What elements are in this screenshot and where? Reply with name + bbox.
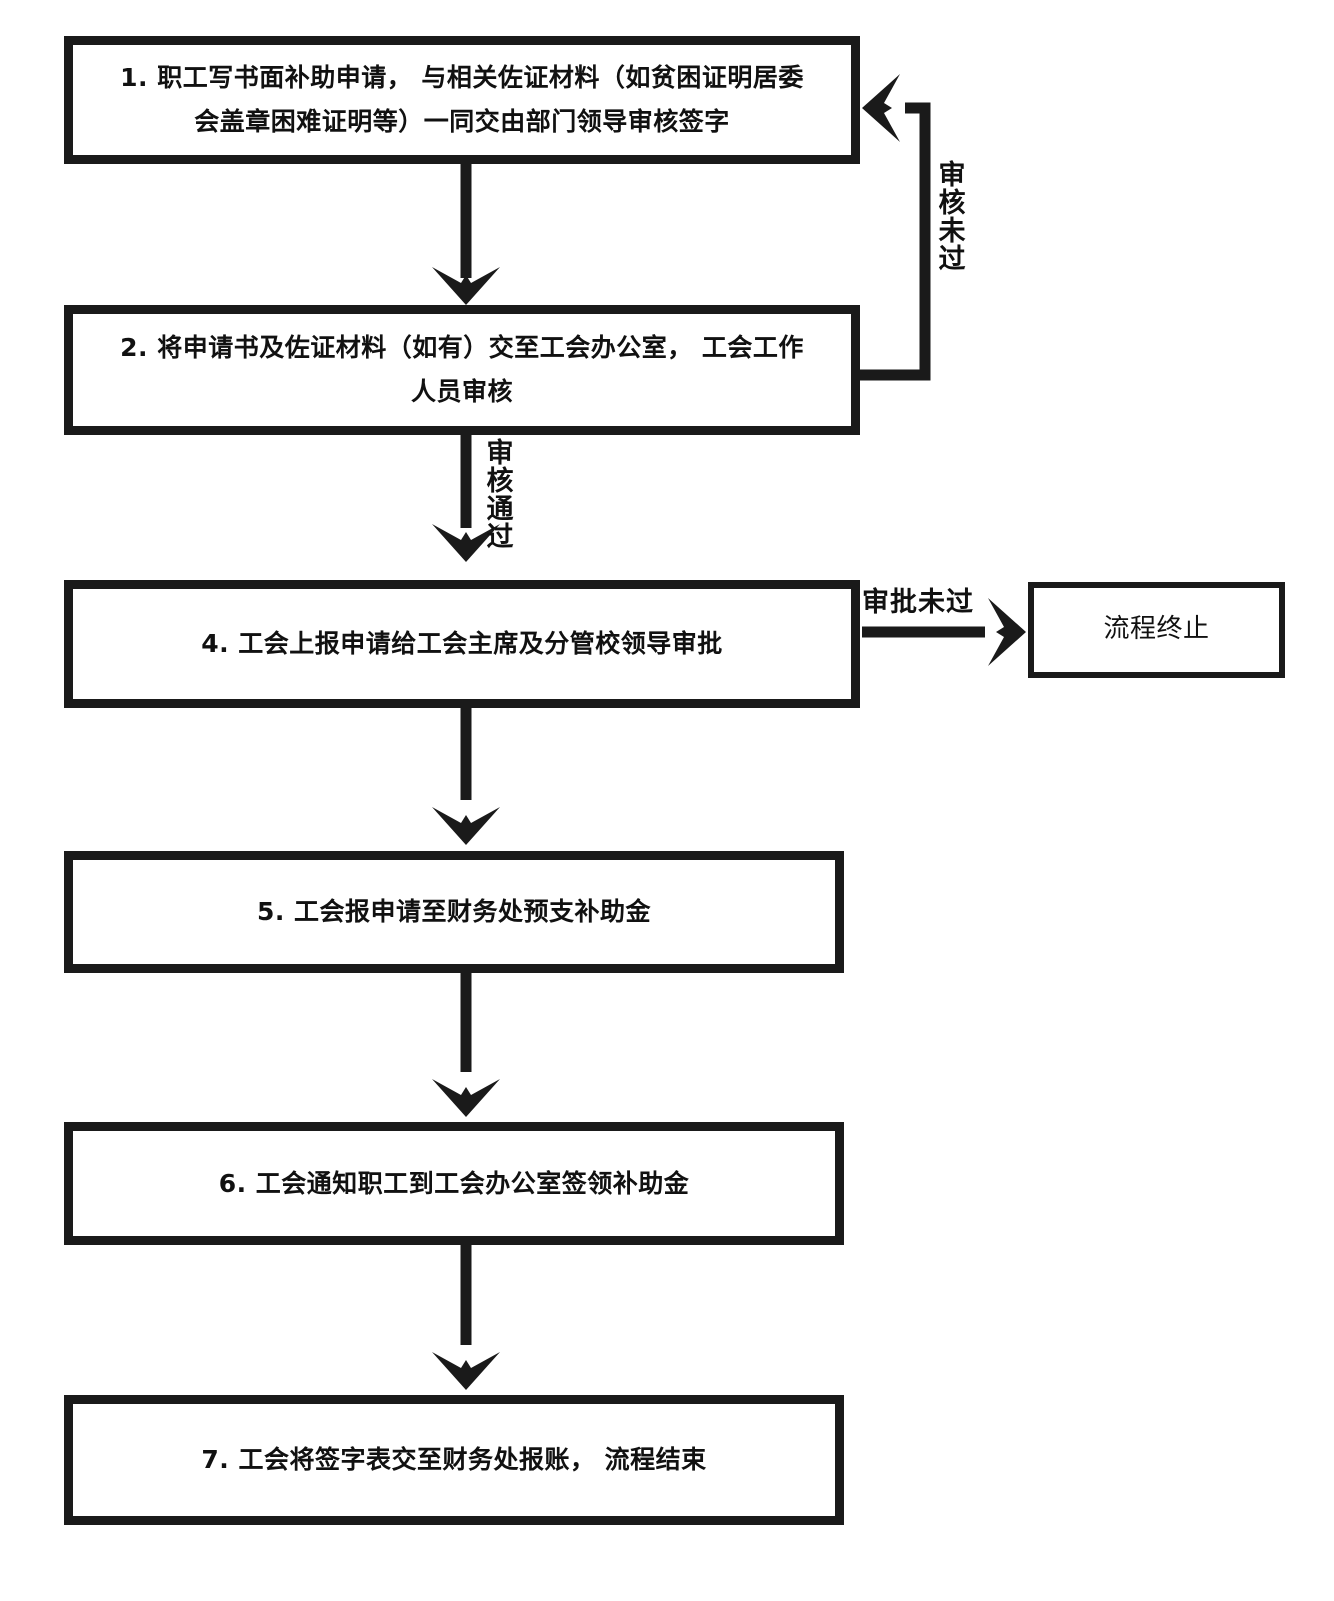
connector-step1-step2 <box>432 164 500 305</box>
connector-step2-step1-loop <box>860 74 931 381</box>
process-box-step-1-label: 1. 职工写书面补助申请， 与相关佐证材料（如贫困证明居委 会盖章困难证明等）一… <box>120 63 804 136</box>
connector-step4-step5 <box>432 708 500 845</box>
process-box-step-7-label: 7. 工会将签字表交至财务处报账， 流程结束 <box>201 1445 707 1475</box>
process-box-step-5-label: 5. 工会报申请至财务处预支补助金 <box>256 897 652 927</box>
process-box-step-1[interactable]: 1. 职工写书面补助申请， 与相关佐证材料（如贫困证明居委 会盖章困难证明等）一… <box>64 36 860 164</box>
process-box-step-7[interactable]: 7. 工会将签字表交至财务处报账， 流程结束 <box>64 1395 844 1525</box>
process-box-step-4[interactable]: 4. 工会上报申请给工会主席及分管校领导审批 <box>64 580 860 708</box>
process-box-step-6-label: 6. 工会通知职工到工会办公室签领补助金 <box>218 1168 690 1198</box>
terminal-box-process-end[interactable]: 流程终止 <box>1028 582 1285 678</box>
process-box-step-6[interactable]: 6. 工会通知职工到工会办公室签领补助金 <box>64 1122 844 1245</box>
connector-step6-step7 <box>432 1245 500 1390</box>
connector-step5-step6 <box>432 973 500 1117</box>
edge-label-review-failed: 审核未过 <box>933 160 965 272</box>
edge-label-approval-failed: 审批未过 <box>862 587 974 618</box>
edge-label-review-passed: 审核通过 <box>481 438 513 550</box>
terminal-box-process-end-label: 流程终止 <box>1103 614 1210 645</box>
process-box-step-5[interactable]: 5. 工会报申请至财务处预支补助金 <box>64 851 844 973</box>
process-box-step-2-label: 2. 将申请书及佐证材料（如有）交至工会办公室， 工会工作 人员审核 <box>120 333 804 406</box>
process-box-step-2[interactable]: 2. 将申请书及佐证材料（如有）交至工会办公室， 工会工作 人员审核 <box>64 305 860 435</box>
process-box-step-4-label: 4. 工会上报申请给工会主席及分管校领导审批 <box>201 629 723 659</box>
